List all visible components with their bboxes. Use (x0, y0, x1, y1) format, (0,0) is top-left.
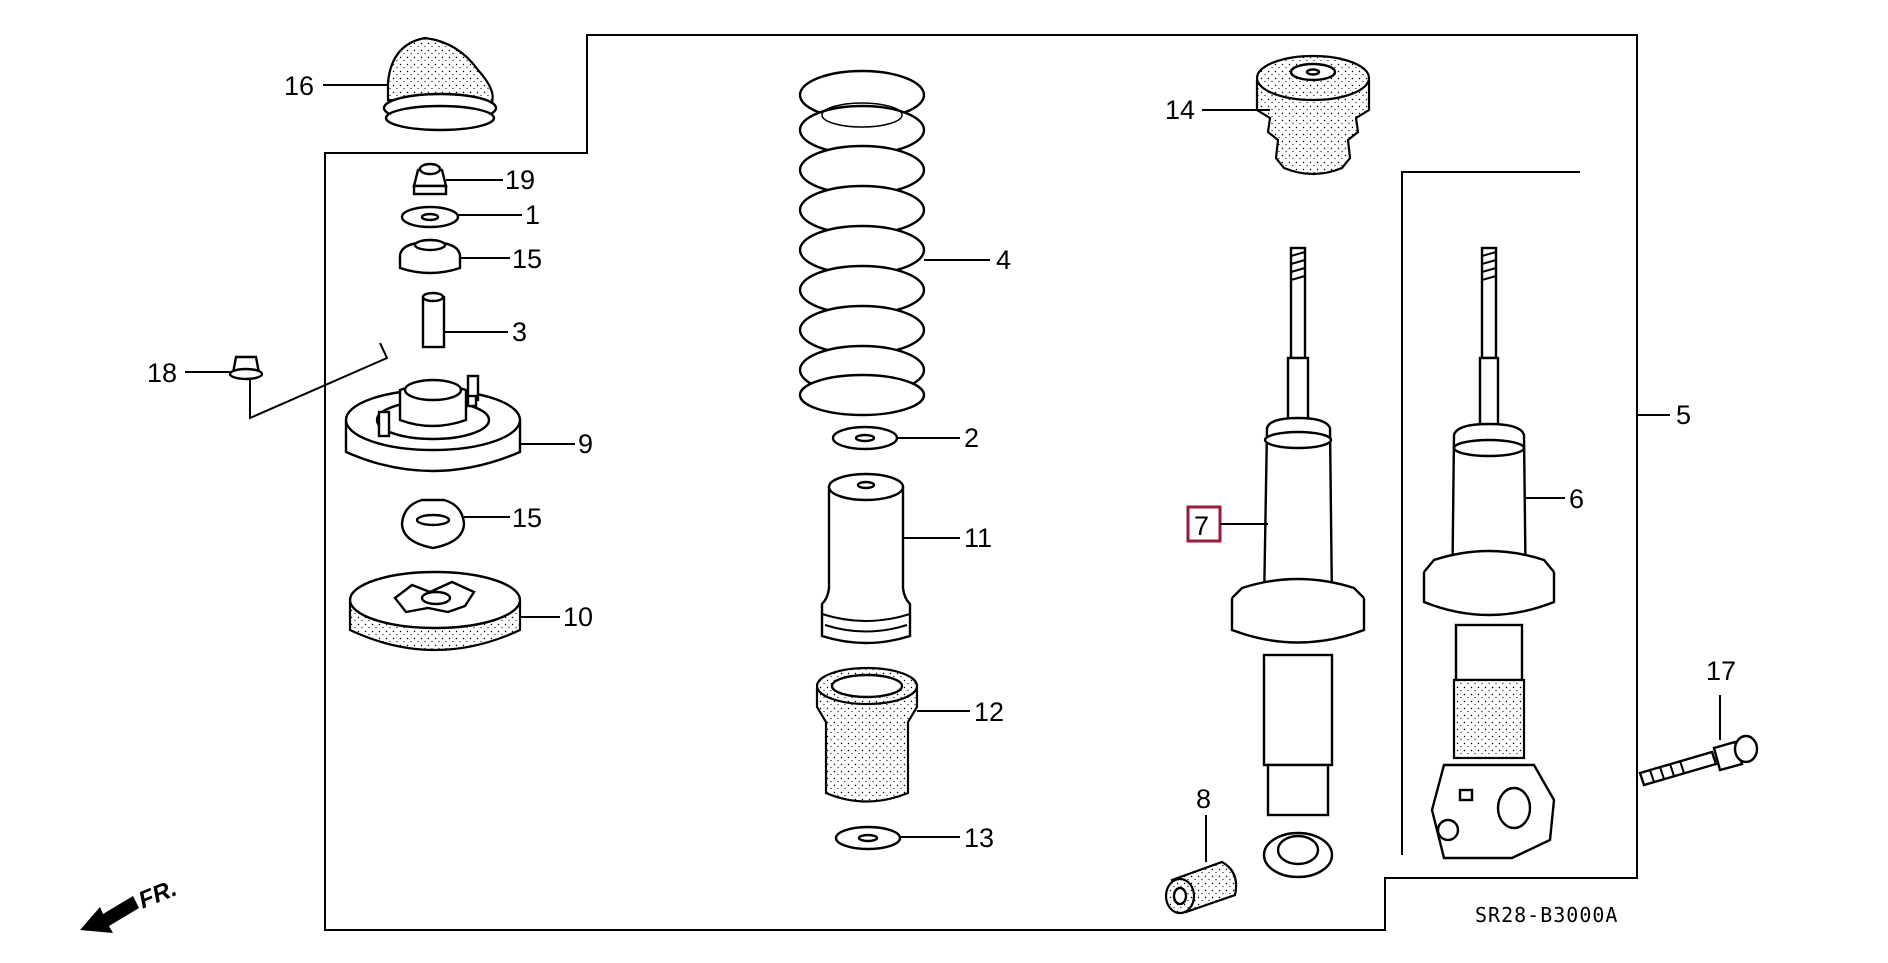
callout-3[interactable]: 3 (512, 317, 527, 347)
callout-15b[interactable]: 15 (512, 503, 542, 533)
front-direction-indicator: FR. (80, 875, 181, 933)
callout-15a[interactable]: 15 (512, 244, 542, 274)
leader-18-link (249, 342, 389, 420)
callout-7[interactable]: 7 (1194, 511, 1209, 541)
callout-18[interactable]: 18 (147, 358, 177, 388)
callout-17[interactable]: 17 (1706, 656, 1736, 686)
callout-8[interactable]: 8 (1196, 784, 1211, 814)
assembly-outline (324, 34, 1638, 931)
callout-19[interactable]: 19 (505, 165, 535, 195)
part-8-bushing[interactable] (1164, 860, 1238, 915)
part-14-upper-bump-stop[interactable] (1255, 54, 1371, 176)
callout-11[interactable]: 11 (964, 523, 992, 553)
callout-12[interactable]: 12 (974, 697, 1004, 727)
part-7-shock-absorber[interactable] (1230, 246, 1366, 879)
front-arrow-icon (80, 896, 139, 933)
callout-13[interactable]: 13 (964, 823, 994, 853)
diagram-code: SR28-B3000A (1475, 903, 1618, 927)
callout-4[interactable]: 4 (996, 245, 1011, 275)
part-6-damper-unit[interactable] (1422, 246, 1556, 860)
front-label: FR. (135, 875, 181, 915)
part-1-washer[interactable] (400, 205, 460, 229)
callout-5[interactable]: 5 (1676, 400, 1691, 430)
part-2-washer[interactable] (831, 425, 899, 451)
part-15-lower-bushing[interactable] (400, 498, 466, 550)
callout-6[interactable]: 6 (1569, 484, 1584, 514)
part-4-coil-spring[interactable] (798, 69, 926, 417)
part-15-upper-bushing[interactable] (398, 238, 462, 275)
part-17-bolt[interactable] (1638, 734, 1759, 787)
callout-14[interactable]: 14 (1165, 95, 1195, 125)
part-18-flange-nut[interactable] (228, 355, 264, 381)
part-19-nut[interactable] (412, 162, 448, 196)
callout-10[interactable]: 10 (563, 602, 593, 632)
part-3-collar[interactable] (421, 291, 446, 349)
part-12-bump-stop[interactable] (815, 666, 919, 803)
part-16-dust-cap[interactable] (382, 36, 498, 132)
part-10-spring-seat[interactable] (348, 570, 522, 652)
callout-2[interactable]: 2 (964, 423, 979, 453)
callout-9[interactable]: 9 (578, 429, 593, 459)
callout-1[interactable]: 1 (525, 200, 540, 230)
part-13-washer[interactable] (834, 825, 902, 851)
part-9-upper-mount[interactable] (344, 374, 522, 473)
damper-bracket (1401, 171, 1580, 855)
callout-16[interactable]: 16 (284, 71, 314, 101)
part-11-dust-boot[interactable] (820, 472, 912, 645)
